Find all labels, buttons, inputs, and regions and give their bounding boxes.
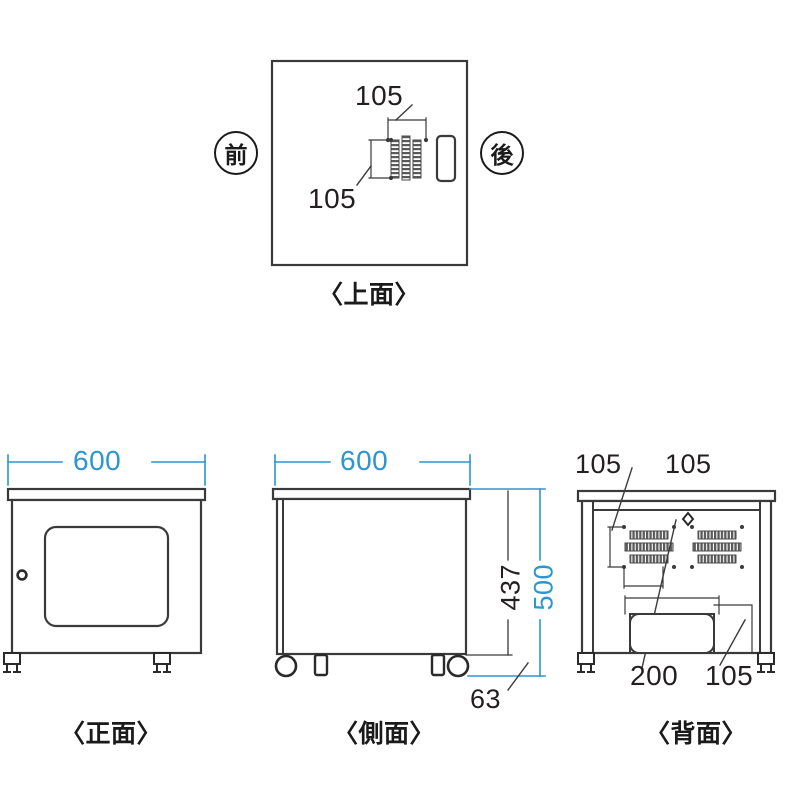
- rear-dim-105-top: 105: [665, 449, 712, 479]
- top-vent-bar-3: [412, 139, 422, 179]
- rear-caster-left: [577, 652, 595, 673]
- side-caster-left: [274, 654, 298, 678]
- front-top-panel: [6, 487, 207, 502]
- side-leg-left: [313, 653, 329, 677]
- top-view-rear-badge: 後: [480, 131, 524, 175]
- top-dim-bracket-lower: [368, 139, 392, 179]
- top-view-group: [270, 59, 469, 267]
- rear-vent-grille-right: [692, 530, 742, 564]
- side-leg-right: [430, 653, 446, 677]
- side-view-group: [271, 454, 546, 691]
- side-caster-right: [446, 654, 470, 678]
- rear-lock-icon: [681, 511, 695, 527]
- rear-dim-leader-bot105: [719, 619, 746, 666]
- rear-dim-105-left: 105: [575, 449, 622, 479]
- rear-cable-cutout: [629, 613, 715, 654]
- side-dim-437: 437: [495, 563, 526, 611]
- side-dim-leader-63: [507, 662, 529, 691]
- side-dim-63: 63: [470, 684, 502, 714]
- rear-view-caption: 〈背面〉: [645, 719, 748, 748]
- side-view-caption: 〈側面〉: [333, 719, 436, 748]
- rear-dim-105-bottom: 105: [705, 660, 754, 691]
- top-vent-bar-2: [401, 135, 411, 181]
- top-cable-slot: [435, 134, 457, 183]
- front-dim-ext-lines: [7, 454, 206, 486]
- top-view-rear-badge-label: 後: [490, 143, 514, 169]
- rear-caster-right: [757, 652, 775, 673]
- top-view-front-badge-label: 前: [224, 143, 248, 169]
- rear-inner-frame: [592, 500, 761, 654]
- top-dim-105-lower: 105: [308, 183, 357, 214]
- rear-view-group: [576, 467, 777, 673]
- top-dim-leader-upper: [395, 104, 413, 121]
- rear-vent-grille-left: [624, 530, 674, 564]
- rear-dim-bracket-bot105: [713, 604, 753, 654]
- side-dim-600: 600: [340, 445, 389, 476]
- top-dim-leader-lower: [356, 165, 372, 186]
- front-dim-600: 600: [73, 445, 122, 476]
- top-vent-bar-1: [390, 139, 400, 179]
- top-view-caption: 〈上面〉: [318, 280, 421, 309]
- rear-dim-bracket-left105: [607, 526, 625, 568]
- side-dim-500: 500: [528, 563, 559, 611]
- rear-dim-200: 200: [630, 660, 679, 691]
- front-caster-right: [153, 652, 171, 673]
- side-top-panel: [271, 487, 472, 501]
- top-view-front-badge: 前: [214, 131, 258, 175]
- side-body: [275, 497, 468, 656]
- side-dim-ext-lines: [274, 454, 471, 486]
- front-view-caption: 〈正面〉: [60, 719, 163, 748]
- rear-top-panel: [576, 489, 777, 503]
- top-view-outline: [270, 59, 469, 267]
- front-lock-icon: [16, 569, 28, 581]
- top-dim-105-upper: 105: [355, 80, 404, 111]
- top-dim-bracket-upper: [387, 117, 427, 141]
- rear-dim-leader-left105: [611, 467, 633, 531]
- front-caster-left: [3, 652, 21, 673]
- front-view-group: [3, 454, 207, 673]
- front-door-panel: [43, 525, 170, 628]
